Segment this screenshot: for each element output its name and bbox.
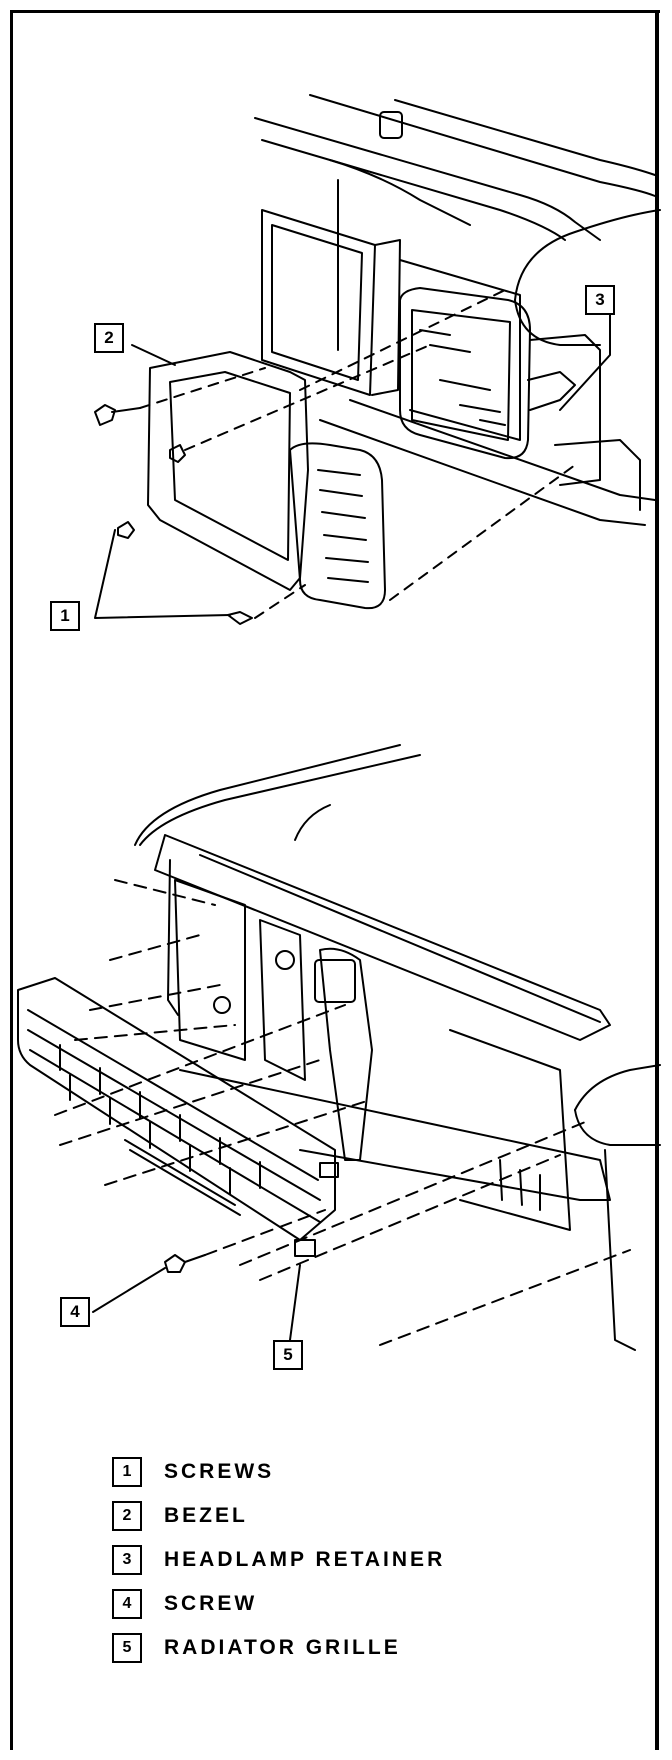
support-upper-rail-2 [199,854,601,1023]
fender-top-contour [254,117,601,241]
frame-right-border [655,10,659,1750]
retainer-bracket [529,334,601,486]
callout-5: 5 [273,1340,303,1370]
legend-row: 2 BEZEL [112,1494,552,1538]
legend-label: BEZEL [164,1504,248,1527]
grille-tab-lower [294,1239,316,1257]
leader-4 [92,1267,166,1313]
fender-top-contour-4 [394,99,656,176]
callout-4: 4 [60,1297,90,1327]
legend-row: 4 SCREW [112,1582,552,1626]
support-right-slots [499,1159,541,1211]
headlamp-assembly-drawing [94,94,661,625]
grille-bar-2 [27,1029,321,1201]
legend-number: 2 [112,1501,142,1531]
legend-label: SCREWS [164,1460,275,1483]
right-fender-side [604,1149,636,1351]
legend-number: 5 [112,1633,142,1663]
support-post [371,239,401,396]
latch-block [314,959,356,1003]
latch-bolt [275,950,295,970]
hood-edge-2 [139,754,421,846]
fender-bulge [514,209,661,301]
alignment-lines-top [139,289,576,619]
alignment-lines-bottom [54,879,631,1346]
hood-curve [294,804,331,841]
side-marker-lamp [289,442,386,610]
parts-legend: 1 SCREWS 2 BEZEL 3 HEADLAMP RETAINER 4 S… [112,1450,552,1670]
screw-middle [169,444,186,463]
headlamp-retainer-outline [399,287,531,460]
headlamp-opening-inner [271,224,363,381]
fender-top-contour-2 [261,139,566,241]
frame-top-border [10,10,660,13]
bezel-outline [147,351,309,591]
fender-lower [319,419,646,526]
legend-label: HEADLAMP RETAINER [164,1548,446,1571]
side-marker-lens [317,469,369,583]
fender-top-contour-3 [309,94,656,197]
screw-bottom [117,521,135,539]
legend-row: 3 HEADLAMP RETAINER [112,1538,552,1582]
legend-number: 1 [112,1457,142,1487]
screw-top [94,404,141,426]
frame-left-border [10,10,13,1750]
hood-latch [319,947,373,1161]
grille-bar-1 [27,1009,319,1181]
retainer-bracket-2 [554,439,641,511]
grille-outline [17,977,336,1241]
hood-edge [134,744,401,846]
screw-4 [164,1254,206,1273]
leader-3 [559,299,611,411]
legend-label: RADIATOR GRILLE [164,1636,401,1659]
right-fender-2 [574,1109,661,1146]
callout-1: 1 [50,601,80,631]
fender-lower-2 [349,399,656,501]
right-fender [574,1064,661,1111]
fender-bulge-lower [514,299,601,346]
support-right-panel [449,1029,571,1231]
leader-5 [289,1264,301,1341]
bezel-inner-opening [169,371,291,561]
support-upper-rail [154,834,611,1041]
legend-number: 3 [112,1545,142,1575]
legend-row: 5 RADIATOR GRILLE [112,1626,552,1670]
grille-slots [59,1044,261,1195]
support-center-panel [259,919,306,1081]
support-hole [213,996,231,1014]
leader-2 [131,344,176,366]
leader-1 [94,529,231,619]
hood-panel [329,159,471,226]
grille-tab-left [319,1162,339,1178]
support-left-post [167,859,179,1016]
headlamp-lens-lines [419,329,506,426]
legend-row: 1 SCREWS [112,1450,552,1494]
retainer-connector [527,371,576,411]
grille-emblem [124,1139,241,1216]
headlamp-retainer-inner [411,309,511,441]
radiator-grille-drawing [17,744,661,1351]
callout-3: 3 [585,285,615,315]
screw-lower [227,611,253,625]
fender-side [399,259,521,441]
support-left-panel [174,879,246,1061]
hood-bumper-pad [379,111,403,139]
callout-2: 2 [94,323,124,353]
legend-label: SCREW [164,1592,258,1615]
legend-number: 4 [112,1589,142,1619]
grille-bar-3 [29,1049,321,1223]
support-lower-rail [179,1069,611,1201]
